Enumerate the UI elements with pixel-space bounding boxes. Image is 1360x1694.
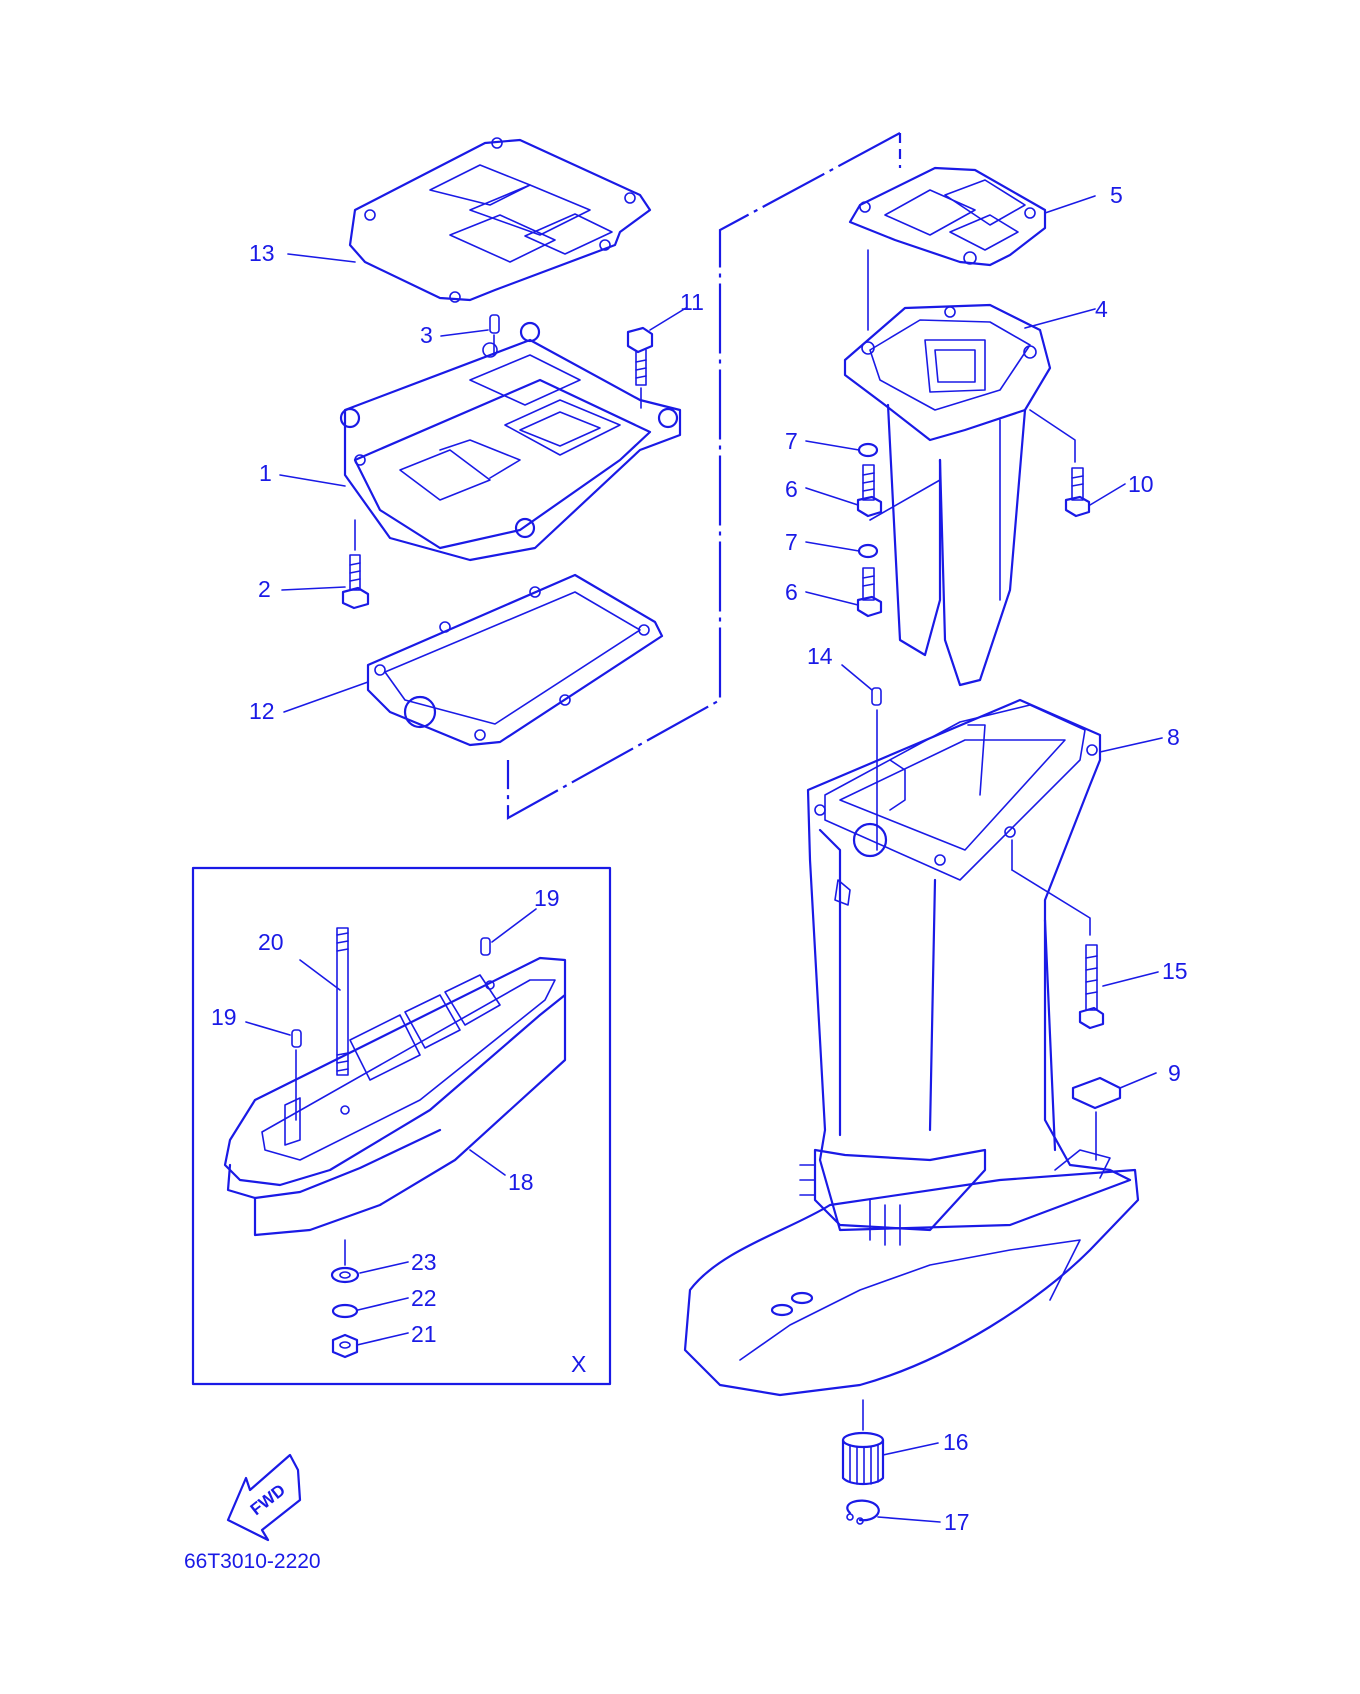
callout-19-right: 19 [534, 885, 560, 911]
callout-15: 15 [1162, 958, 1188, 984]
callout-22: 22 [411, 1285, 437, 1311]
part-16-filter [841, 1399, 885, 1486]
leader-lines [245, 195, 1163, 1523]
callout-1: 1 [259, 460, 272, 486]
callout-18: 18 [508, 1169, 534, 1195]
callout-2: 2 [258, 576, 271, 602]
diagram-code: 66T3010-2220 [184, 1550, 321, 1573]
part-21-nut [331, 1333, 359, 1359]
inset-box [191, 866, 612, 1386]
inset-marker: X [571, 1351, 586, 1377]
callout-12: 12 [249, 698, 275, 724]
part-1-exhaust-guide [339, 321, 682, 562]
part-11-bolt [626, 326, 654, 409]
callout-19-left: 19 [211, 1004, 237, 1030]
part-19-dowel-pin-left [291, 1029, 302, 1121]
callout-21: 21 [411, 1321, 437, 1347]
part-6-bolt-lower [856, 567, 883, 618]
part-23-washer [330, 1266, 360, 1284]
part-17-circlip [846, 1499, 880, 1525]
part-20-stud [336, 927, 349, 1076]
callout-20: 20 [258, 929, 284, 955]
part-7-washer-upper [857, 442, 879, 458]
callout-14: 14 [807, 643, 833, 669]
callout-7-lower: 7 [785, 529, 798, 555]
part-4-exhaust-manifold [843, 303, 1076, 687]
part-19-dowel-pin-right [480, 937, 491, 956]
part-12-gasket [366, 573, 664, 747]
part-10-bolt [1064, 467, 1091, 518]
part-22-lock-washer [331, 1303, 359, 1319]
callout-16: 16 [943, 1429, 969, 1455]
callout-8: 8 [1167, 724, 1180, 750]
callout-9: 9 [1168, 1060, 1181, 1086]
callout-4: 4 [1095, 296, 1108, 322]
callout-7-upper: 7 [785, 428, 798, 454]
part-8-upper-casing [683, 698, 1140, 1397]
part-5-gasket [848, 166, 1047, 331]
part-18-spacer [223, 956, 567, 1266]
callout-17: 17 [944, 1509, 970, 1535]
callout-5: 5 [1110, 182, 1123, 208]
part-7-washer-lower [857, 479, 941, 559]
callout-11: 11 [680, 289, 704, 315]
part-15-bolt [1078, 944, 1105, 1030]
callout-23: 23 [411, 1249, 437, 1275]
callout-10: 10 [1128, 471, 1154, 497]
part-2-bolt [341, 554, 370, 610]
callout-labels: 13 3 11 1 2 12 5 4 7 6 10 7 6 14 8 15 9 … [184, 182, 1188, 1573]
callout-6-lower: 6 [785, 579, 798, 605]
part-13-gasket [348, 137, 652, 303]
assembly-boundary-lines [506, 132, 902, 820]
part-9-cap [1071, 1076, 1122, 1161]
callout-6-upper: 6 [785, 476, 798, 502]
part-6-bolt-upper [856, 464, 883, 518]
forward-arrow-icon: FWD [226, 1453, 302, 1542]
callout-3: 3 [420, 322, 433, 348]
callout-13: 13 [249, 240, 275, 266]
